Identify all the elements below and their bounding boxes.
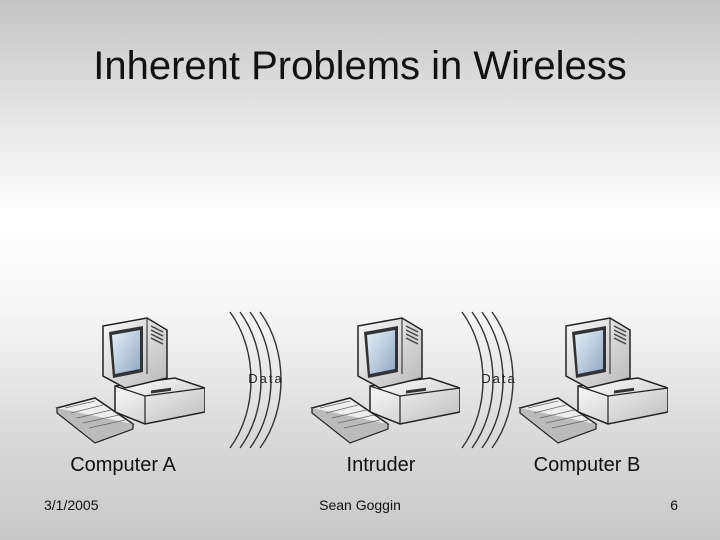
node-label-computer-a: Computer A (43, 454, 203, 477)
intruder-computer-icon (310, 316, 460, 446)
node-label-computer-b: Computer B (507, 454, 667, 477)
footer-page-number: 6 (670, 497, 678, 513)
computer-a-icon (55, 316, 205, 446)
footer-author: Sean Goggin (0, 497, 720, 513)
slide-title: Inherent Problems in Wireless (0, 44, 720, 89)
node-label-intruder: Intruder (301, 454, 461, 477)
link-label-2: Data (469, 371, 529, 386)
computer-b-icon (518, 316, 668, 446)
link-label-1: Data (236, 371, 296, 386)
